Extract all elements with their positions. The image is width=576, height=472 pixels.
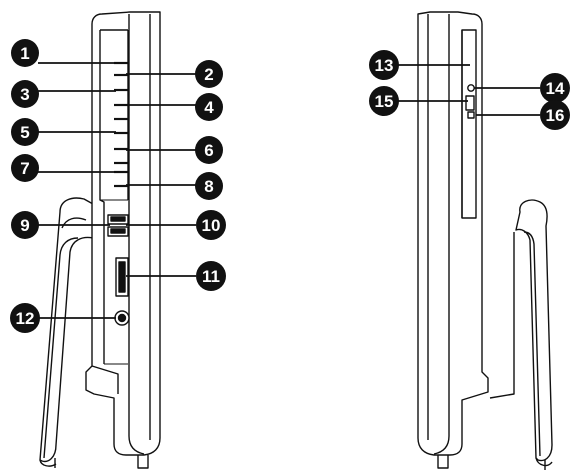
svg-text:1: 1 xyxy=(20,44,29,63)
callout-5: 5 xyxy=(11,118,39,146)
left-leader-lines xyxy=(38,62,196,319)
svg-text:9: 9 xyxy=(20,216,29,235)
callout-1: 1 xyxy=(11,39,39,67)
svg-text:2: 2 xyxy=(204,65,213,84)
svg-text:11: 11 xyxy=(202,267,220,286)
left-stand xyxy=(39,197,94,468)
callout-3: 3 xyxy=(11,80,39,108)
svg-text:5: 5 xyxy=(20,123,29,142)
svg-text:12: 12 xyxy=(16,309,35,328)
svg-text:7: 7 xyxy=(20,159,29,178)
audio-jack xyxy=(114,310,130,326)
svg-text:10: 10 xyxy=(202,216,221,235)
svg-text:16: 16 xyxy=(546,106,565,125)
right-stand xyxy=(489,199,553,470)
callout-2: 2 xyxy=(195,60,223,88)
svg-text:4: 4 xyxy=(204,98,214,117)
right-leader-lines xyxy=(398,64,540,116)
callout-13: 13 xyxy=(369,50,399,80)
usb-ports xyxy=(107,214,129,237)
button-strip xyxy=(114,61,128,188)
callout-8: 8 xyxy=(195,172,223,200)
callout-4: 4 xyxy=(195,93,223,121)
callout-15: 15 xyxy=(369,86,399,116)
svg-text:6: 6 xyxy=(204,141,213,160)
svg-text:3: 3 xyxy=(20,85,29,104)
right-body-outline xyxy=(417,11,489,456)
left-side-device xyxy=(39,11,161,469)
svg-text:14: 14 xyxy=(546,79,565,98)
callout-11: 11 xyxy=(196,261,226,291)
svg-text:13: 13 xyxy=(375,56,394,75)
optical-drive-controls xyxy=(465,84,475,119)
svg-text:8: 8 xyxy=(204,177,213,196)
svg-text:15: 15 xyxy=(375,92,394,111)
callout-6: 6 xyxy=(195,136,223,164)
callout-14: 14 xyxy=(540,73,570,103)
right-side-device xyxy=(417,11,553,470)
callout-9: 9 xyxy=(11,211,39,239)
card-reader-slot xyxy=(115,257,129,297)
callout-10: 10 xyxy=(196,210,226,240)
callout-7: 7 xyxy=(11,154,39,182)
callout-16: 16 xyxy=(540,100,570,130)
callout-12: 12 xyxy=(10,303,40,333)
